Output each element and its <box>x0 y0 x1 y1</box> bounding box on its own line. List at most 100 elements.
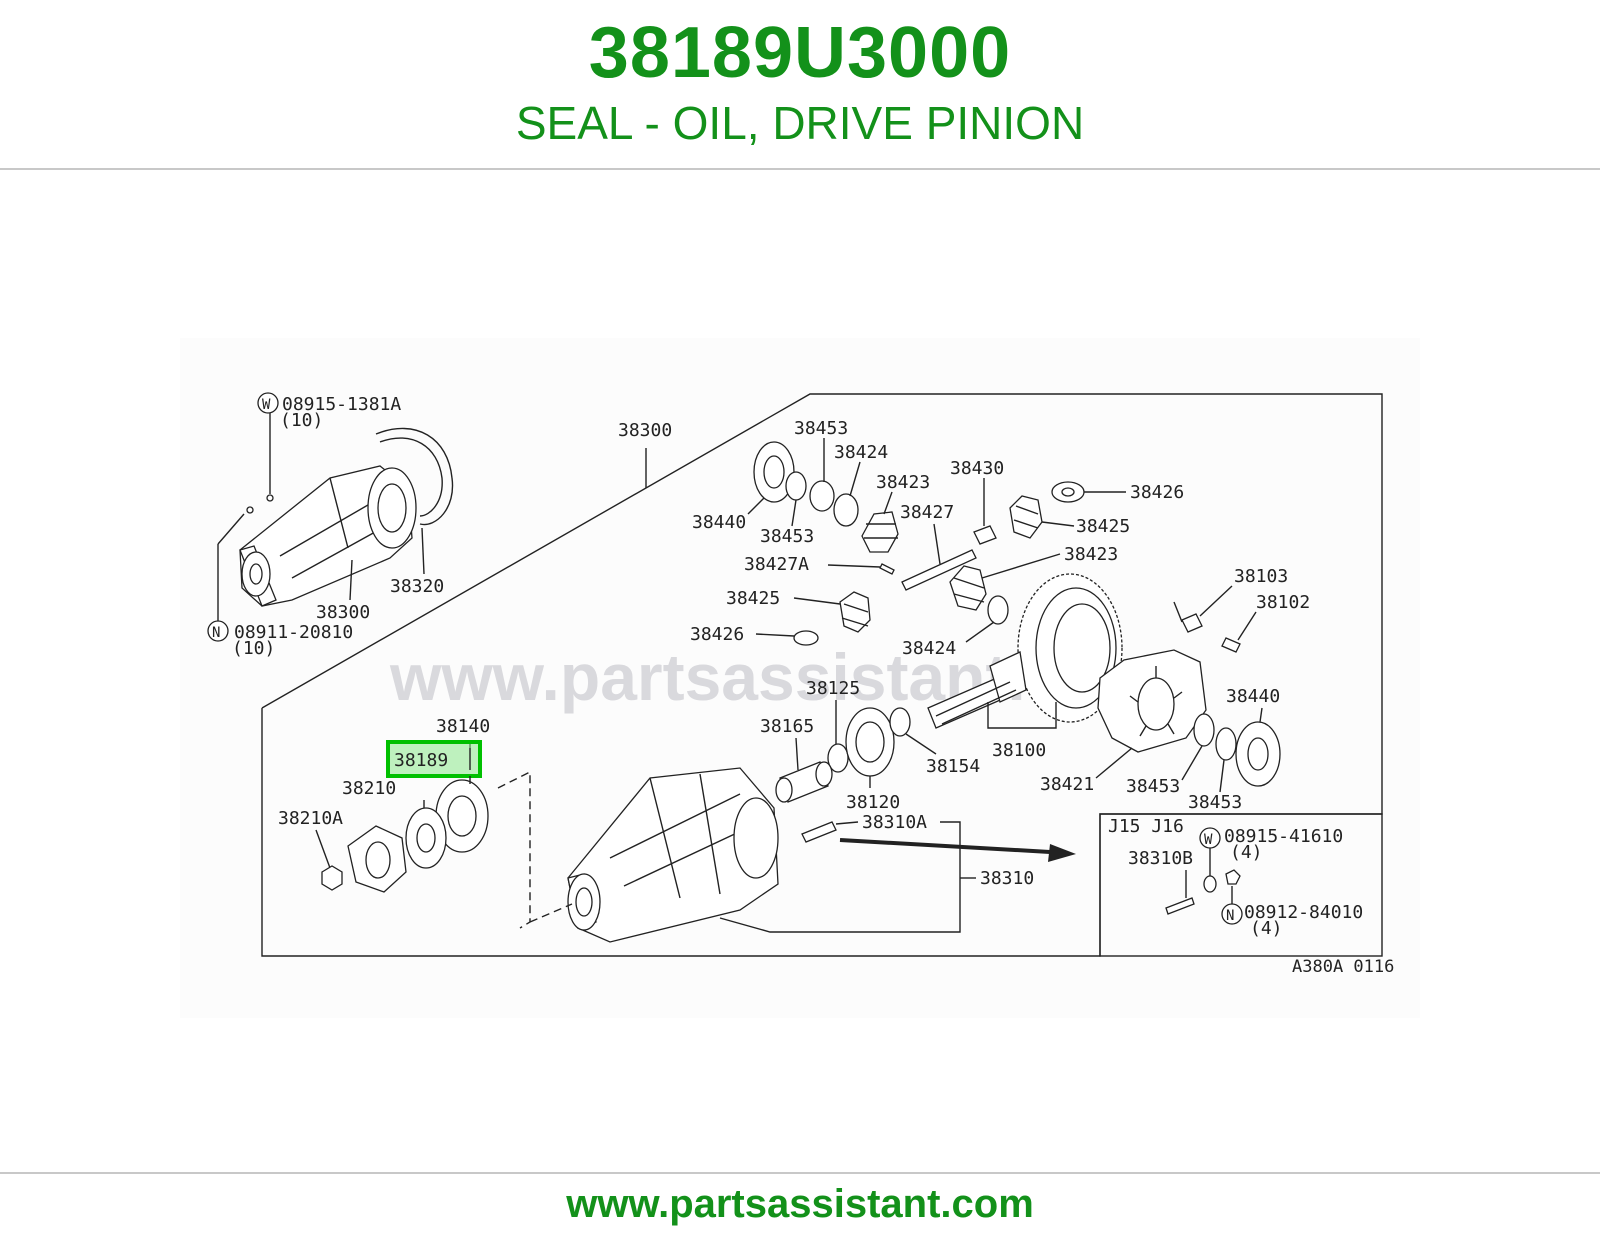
callout-38310A: 38310A <box>862 812 927 833</box>
marker-n-label: N <box>212 625 220 641</box>
side-gear-38423-b <box>949 565 987 611</box>
leader-38425-b <box>793 597 841 605</box>
callout-38453-b: 38453 <box>760 526 814 547</box>
callout-38125: 38125 <box>806 678 860 699</box>
header: 38189U3000 SEAL - OIL, DRIVE PINION <box>0 0 1600 168</box>
arrow-head <box>1048 844 1076 862</box>
stud-38310A <box>801 821 837 843</box>
callout-38210A: 38210A <box>278 808 343 829</box>
leader-38427A <box>827 564 881 568</box>
callout-38300-top: 38300 <box>618 420 672 441</box>
lock-pin-38430 <box>973 525 997 545</box>
callout-38440-b: 38440 <box>1226 686 1280 707</box>
shim-38453-b <box>809 480 835 512</box>
leader-08911-20810-b <box>217 513 245 545</box>
differential-case-38421 <box>1097 649 1207 753</box>
callout-38453-a: 38453 <box>794 418 848 439</box>
callout-38425-a: 38425 <box>1076 516 1130 537</box>
callout-38102: 38102 <box>1256 592 1310 613</box>
flange-nut-38210A <box>321 865 343 891</box>
pinion-front-bearing-38140 <box>435 779 489 853</box>
callout-38425-b: 38425 <box>726 588 780 609</box>
callout-38320: 38320 <box>390 576 444 597</box>
nut-08912-84010 <box>1225 869 1241 885</box>
callout-38423-a: 38423 <box>876 472 930 493</box>
gear-carrier-38310 <box>567 767 779 943</box>
footer-divider <box>0 1172 1600 1174</box>
thrust-washer-38424-a <box>833 493 859 527</box>
side-bearing-right <box>1235 721 1281 787</box>
callout-38189: 38189 <box>394 750 448 771</box>
bracket-38103-tab <box>1173 601 1183 623</box>
nut-marker-n2 <box>1221 903 1243 925</box>
leader-38440-a <box>747 497 765 515</box>
ring-gear-drive-pinion-38100 <box>927 573 1123 729</box>
washer-08915-41610 <box>1203 875 1217 893</box>
collapsible-spacer-38165 <box>775 761 833 803</box>
callout-08915-1381A: 08915-1381A <box>282 394 401 415</box>
leader-38424-b <box>965 621 995 643</box>
callout-38424-a: 38424 <box>834 442 888 463</box>
part-description: SEAL - OIL, DRIVE PINION <box>515 97 1085 149</box>
callout-38210: 38210 <box>342 778 396 799</box>
leader-38102 <box>1237 611 1257 641</box>
leader-38453-c <box>1181 745 1203 781</box>
leader-38103 <box>1199 585 1233 617</box>
leader-38423-a <box>883 491 893 515</box>
pinion-bearing-38120 <box>845 707 895 777</box>
oil-seal-38189 <box>405 807 447 869</box>
carrier-assembly-upper <box>239 427 454 607</box>
callout-38430: 38430 <box>950 458 1004 479</box>
callout-38165: 38165 <box>760 716 814 737</box>
side-gear-38423-a <box>861 511 899 553</box>
callout-08912-84010: 08912-84010 <box>1244 902 1363 923</box>
marker-w-label-2: W <box>1204 832 1213 848</box>
shim-38453-a <box>785 471 807 501</box>
callout-38423-b: 38423 <box>1064 544 1118 565</box>
leader-38310A <box>835 821 859 825</box>
washer-38125 <box>827 743 849 773</box>
lock-pin-38427A <box>879 563 895 575</box>
thrust-washer-38426-b <box>793 630 819 646</box>
callout-38426-b: 38426 <box>690 624 744 645</box>
leader-38426-b <box>755 633 795 637</box>
leader-38154 <box>905 733 937 755</box>
highlight-box-38189 <box>386 740 482 778</box>
pinion-shaft-38427 <box>901 549 977 591</box>
callout-qty-4a: (4) <box>1230 842 1263 863</box>
washer-38154 <box>889 707 911 737</box>
callout-38100: 38100 <box>992 740 1046 761</box>
shim-38453-d <box>1215 727 1237 761</box>
bracket-38103 <box>1181 613 1203 633</box>
leader-38421 <box>1095 747 1133 779</box>
callout-38453-d: 38453 <box>1188 792 1242 813</box>
callout-qty-10a: (10) <box>280 410 323 431</box>
leader-38210A <box>315 829 331 869</box>
callout-38120: 38120 <box>846 792 900 813</box>
callout-38440-a: 38440 <box>692 512 746 533</box>
shim-38453-c <box>1193 713 1215 747</box>
leader-38425-a <box>1041 521 1075 527</box>
callout-38103: 38103 <box>1234 566 1288 587</box>
bracket-38100 <box>987 702 1057 729</box>
part-number: 38189U3000 <box>588 13 1012 93</box>
thrust-washer-38424-b <box>987 595 1009 625</box>
callout-38154: 38154 <box>926 756 980 777</box>
callout-38310: 38310 <box>980 868 1034 889</box>
callout-08915-41610: 08915-41610 <box>1224 826 1343 847</box>
callout-38424-b: 38424 <box>902 638 956 659</box>
leader-38453-d <box>1219 759 1225 793</box>
stud-38310B <box>1165 897 1195 915</box>
footer-website-link[interactable]: www.partsassistant.com <box>566 1182 1034 1226</box>
header-divider <box>0 168 1600 170</box>
callout-38427A: 38427A <box>744 554 809 575</box>
dashed-installation-line-b <box>529 903 573 923</box>
bracket-38310 <box>719 821 961 933</box>
marker-w-label: W <box>262 397 271 413</box>
thrust-washer-38426-a-hole <box>1061 487 1075 497</box>
bolt-38102 <box>1221 637 1241 653</box>
companion-flange-38210 <box>347 825 407 893</box>
leader-38320 <box>421 527 425 575</box>
pinion-mate-gear-38425-b <box>839 591 871 633</box>
parts-diagram: www.partsassistant.com W 08915-1381A (10… <box>180 338 1420 1018</box>
